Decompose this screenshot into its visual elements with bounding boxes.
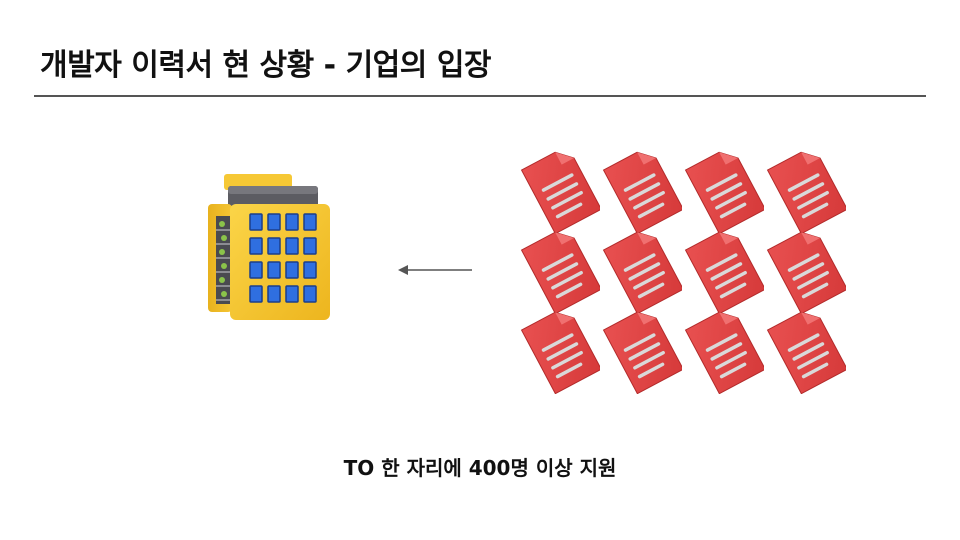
caption: TO 한 자리에 400명 이상 지원	[343, 456, 617, 480]
office-building-icon	[208, 174, 330, 320]
arrow-left-icon	[398, 265, 472, 275]
title-divider	[34, 95, 926, 97]
slide-title: 개발자 이력서 현 상황 - 기업의 입장	[40, 48, 492, 83]
resume-document-icon	[766, 140, 848, 235]
resume-document-icon	[602, 300, 684, 395]
resume-document-icon	[684, 300, 766, 395]
resume-document-icon	[520, 300, 602, 395]
resume-document-icon	[684, 220, 766, 315]
resume-document-icon	[684, 140, 766, 235]
resume-document-icon	[766, 220, 848, 315]
resume-document-icon	[520, 220, 602, 315]
resume-document-icon	[602, 140, 684, 235]
resume-document-icon	[520, 140, 602, 235]
resume-document-icon	[766, 300, 848, 395]
resume-document-icon	[602, 220, 684, 315]
resume-document-grid	[520, 140, 880, 410]
